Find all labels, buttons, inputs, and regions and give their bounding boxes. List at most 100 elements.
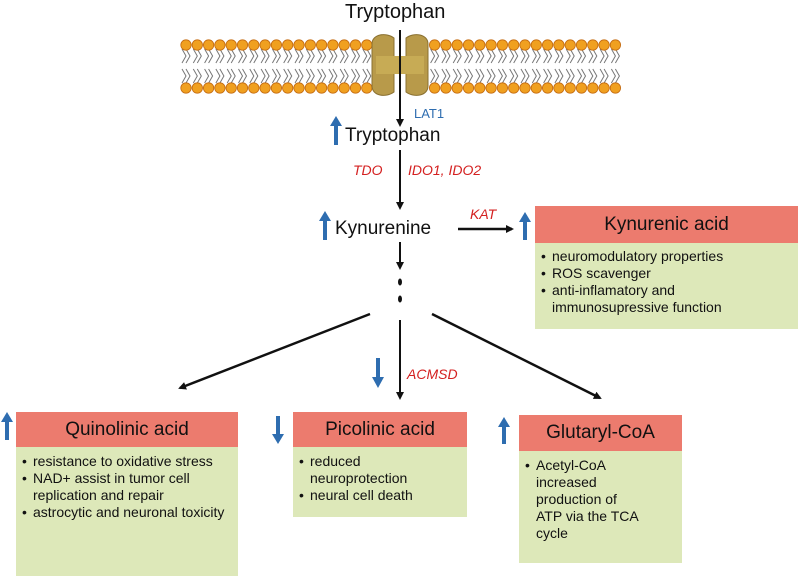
lipid-tail bbox=[283, 48, 293, 64]
lipid-tail bbox=[260, 48, 270, 64]
lipid-tail bbox=[249, 48, 259, 64]
quinolinic-acid-list: resistance to oxidative stress NAD+ assi… bbox=[16, 447, 238, 576]
lipid-head bbox=[553, 39, 565, 51]
lipid-head bbox=[451, 39, 463, 51]
lipid-head bbox=[485, 82, 497, 94]
lipid-head bbox=[338, 39, 350, 51]
lipid-tail bbox=[351, 68, 361, 84]
glutaryl-coa-title: Glutaryl-CoA bbox=[519, 415, 682, 451]
lipid-head bbox=[191, 82, 203, 94]
list-item: anti-inflamatory and immunosupressive fu… bbox=[541, 282, 792, 316]
lipid-head bbox=[203, 82, 215, 94]
lipid-tail bbox=[565, 68, 575, 84]
lipid-head bbox=[236, 82, 249, 94]
kynurenic-acid-box: Kynurenic acid neuromodulatory propertie… bbox=[535, 206, 798, 329]
lipid-tail bbox=[554, 68, 564, 84]
lipid-head bbox=[282, 82, 294, 94]
lipid-tail bbox=[531, 48, 541, 64]
cell-membrane bbox=[180, 39, 622, 94]
lipid-tail bbox=[509, 48, 519, 64]
lipid-head bbox=[440, 39, 452, 51]
picolinic-acid-title: Picolinic acid bbox=[293, 412, 467, 447]
lipid-head bbox=[225, 39, 237, 51]
lipid-tail bbox=[441, 68, 451, 84]
tdo-label: TDO bbox=[353, 162, 383, 178]
lipid-tail bbox=[249, 68, 259, 84]
lipid-tail bbox=[181, 48, 191, 64]
lipid-head bbox=[338, 82, 350, 94]
down-arrow-picolinic bbox=[272, 416, 284, 444]
lipid-head bbox=[519, 39, 531, 51]
lipid-head bbox=[428, 82, 441, 94]
lipid-head bbox=[519, 82, 531, 94]
lipid-head bbox=[270, 39, 282, 51]
continuation-dot bbox=[398, 278, 402, 286]
list-item: NAD+ assist in tumor cell replication an… bbox=[22, 470, 232, 504]
lipid-head bbox=[259, 39, 271, 51]
lipid-head bbox=[496, 39, 508, 51]
lipid-tail bbox=[486, 68, 496, 84]
lipid-head bbox=[451, 82, 463, 94]
lipid-head bbox=[462, 82, 475, 94]
lipid-head bbox=[598, 82, 610, 94]
lipid-tail bbox=[509, 68, 519, 84]
glutaryl-coa-box: Glutaryl-CoA Acetyl-CoA increased produc… bbox=[519, 415, 682, 563]
lipid-tail bbox=[204, 68, 214, 84]
lipid-tail bbox=[452, 68, 462, 84]
lipid-tail bbox=[475, 48, 485, 64]
quinolinic-acid-box: Quinolinic acid resistance to oxidative … bbox=[16, 412, 238, 576]
lipid-tail bbox=[497, 48, 507, 64]
lipid-head bbox=[191, 39, 203, 51]
lipid-tail bbox=[362, 48, 372, 64]
lipid-head bbox=[428, 39, 441, 51]
lipid-tail bbox=[226, 48, 236, 64]
lipid-head bbox=[248, 82, 260, 94]
lipid-tail bbox=[565, 48, 575, 64]
lipid-head bbox=[575, 39, 588, 51]
lipid-head bbox=[349, 39, 362, 51]
lipid-head bbox=[508, 39, 520, 51]
lipid-tail bbox=[497, 68, 507, 84]
lipid-head bbox=[440, 82, 452, 94]
lipid-tail bbox=[588, 68, 598, 84]
lipid-head bbox=[293, 39, 305, 51]
lipid-head bbox=[349, 82, 362, 94]
kynurenic-acid-title: Kynurenic acid bbox=[535, 206, 798, 243]
kynurenine-label: Kynurenine bbox=[335, 218, 432, 239]
lipid-tail bbox=[577, 48, 587, 64]
quinolinic-acid-title: Quinolinic acid bbox=[16, 412, 238, 447]
lipid-head bbox=[553, 82, 565, 94]
top-tryptophan-label: Tryptophan bbox=[345, 1, 446, 23]
lipid-tail bbox=[294, 68, 304, 84]
lipid-head bbox=[327, 39, 339, 51]
up-arrow-kynurenine bbox=[319, 211, 331, 240]
lipid-tail bbox=[317, 68, 327, 84]
lipid-tail bbox=[486, 48, 496, 64]
lipid-head bbox=[587, 39, 599, 51]
lipid-tail bbox=[181, 68, 191, 84]
continuation-dot bbox=[398, 295, 402, 303]
lipid-head bbox=[259, 82, 271, 94]
lipid-tail bbox=[328, 48, 338, 64]
lipid-head bbox=[180, 39, 192, 51]
lipid-tail bbox=[452, 48, 462, 64]
list-item: neuromodulatory properties bbox=[541, 248, 792, 265]
lipid-tail bbox=[430, 68, 440, 84]
picolinic-acid-list: reduced neuroprotection neural cell deat… bbox=[293, 447, 467, 517]
lipid-head bbox=[575, 82, 588, 94]
lipid-tail bbox=[260, 68, 270, 84]
lipid-head bbox=[248, 39, 260, 51]
list-item: Acetyl-CoA increased production of ATP v… bbox=[525, 457, 642, 542]
lipid-tail bbox=[610, 48, 620, 64]
lipid-tail bbox=[294, 48, 304, 64]
lipid-tail bbox=[543, 48, 553, 64]
lipid-tail bbox=[271, 68, 281, 84]
lipid-tail bbox=[192, 68, 202, 84]
lipid-head bbox=[282, 39, 294, 51]
lipid-tail bbox=[305, 48, 315, 64]
kynurenic-acid-list: neuromodulatory properties ROS scavenger… bbox=[535, 243, 798, 329]
arrow-to-glutaryl bbox=[431, 312, 602, 400]
lipid-head bbox=[462, 39, 475, 51]
lipid-head bbox=[225, 82, 237, 94]
